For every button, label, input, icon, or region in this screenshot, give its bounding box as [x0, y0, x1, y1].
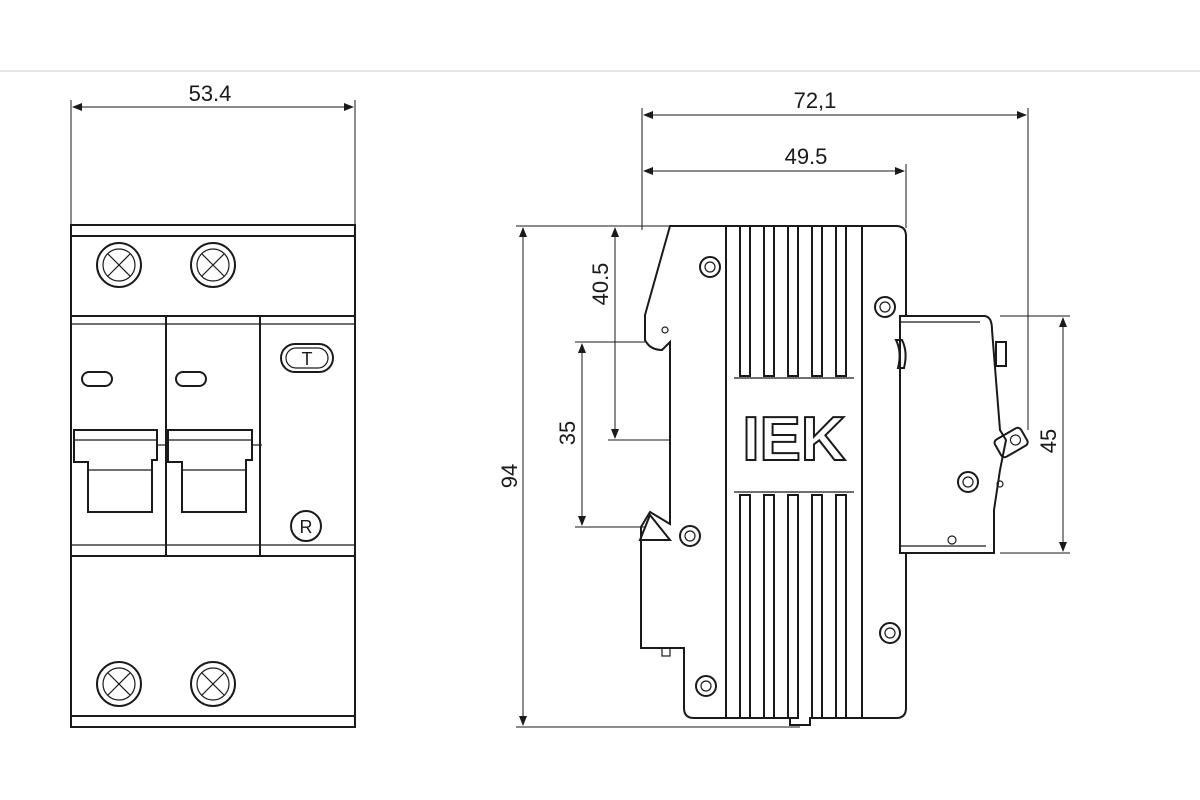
- dimension-total-depth-label: 72,1: [794, 88, 837, 113]
- terminal-screw-icon: [96, 242, 142, 288]
- breaker-front-body: [70, 224, 356, 728]
- rivet-icon: [695, 675, 717, 697]
- ribbed-casing: IEK: [725, 225, 863, 719]
- dimension-total-depth: 72,1: [641, 88, 1029, 430]
- rivet-icon: [699, 256, 721, 278]
- din-clamp: [638, 513, 673, 541]
- dimension-rear-height: 45: [1000, 315, 1070, 554]
- dimension-width-label: 53.4: [189, 81, 232, 106]
- rivet-icon: [957, 471, 979, 493]
- dimension-front-height: 40.5: [588, 227, 670, 441]
- front-view: 53.4: [70, 81, 356, 728]
- latch-pin-icon: [993, 426, 1029, 459]
- dimension-rear-height-label: 45: [1036, 429, 1061, 453]
- dimension-height-label: 94: [497, 464, 522, 488]
- clamp-tab: [661, 647, 671, 657]
- status-indicator-window: [175, 371, 207, 387]
- reset-symbol: R: [290, 510, 322, 542]
- toggle-lever: [167, 429, 253, 513]
- dimension-height: 94: [497, 225, 800, 728]
- dimension-body-depth-label: 49.5: [785, 144, 828, 169]
- terminal-screw-icon: [190, 242, 236, 288]
- rivet-icon: [679, 525, 701, 547]
- rivet-icon: [874, 296, 896, 318]
- test-button: T: [280, 343, 334, 373]
- toggle-lever: [73, 429, 158, 513]
- side-view: 72,1 49.5 94 40.5 35: [497, 88, 1070, 728]
- terminal-screw-icon: [190, 661, 236, 707]
- din-latch: [894, 315, 1029, 554]
- brand-logo: IEK: [742, 405, 846, 474]
- dimension-width: 53.4: [70, 81, 356, 225]
- rivet-icon: [879, 622, 901, 644]
- terminal-screw-icon: [96, 661, 142, 707]
- reset-symbol-label: R: [300, 517, 313, 537]
- test-button-symbol: T: [302, 349, 313, 369]
- status-indicator-window: [81, 371, 113, 387]
- dimension-din-rail: 35: [555, 341, 645, 528]
- dimension-din-rail-label: 35: [555, 421, 580, 445]
- spring-slot: [894, 339, 907, 369]
- dimension-body-depth: 49.5: [643, 144, 907, 228]
- dimension-front-height-label: 40.5: [588, 263, 613, 306]
